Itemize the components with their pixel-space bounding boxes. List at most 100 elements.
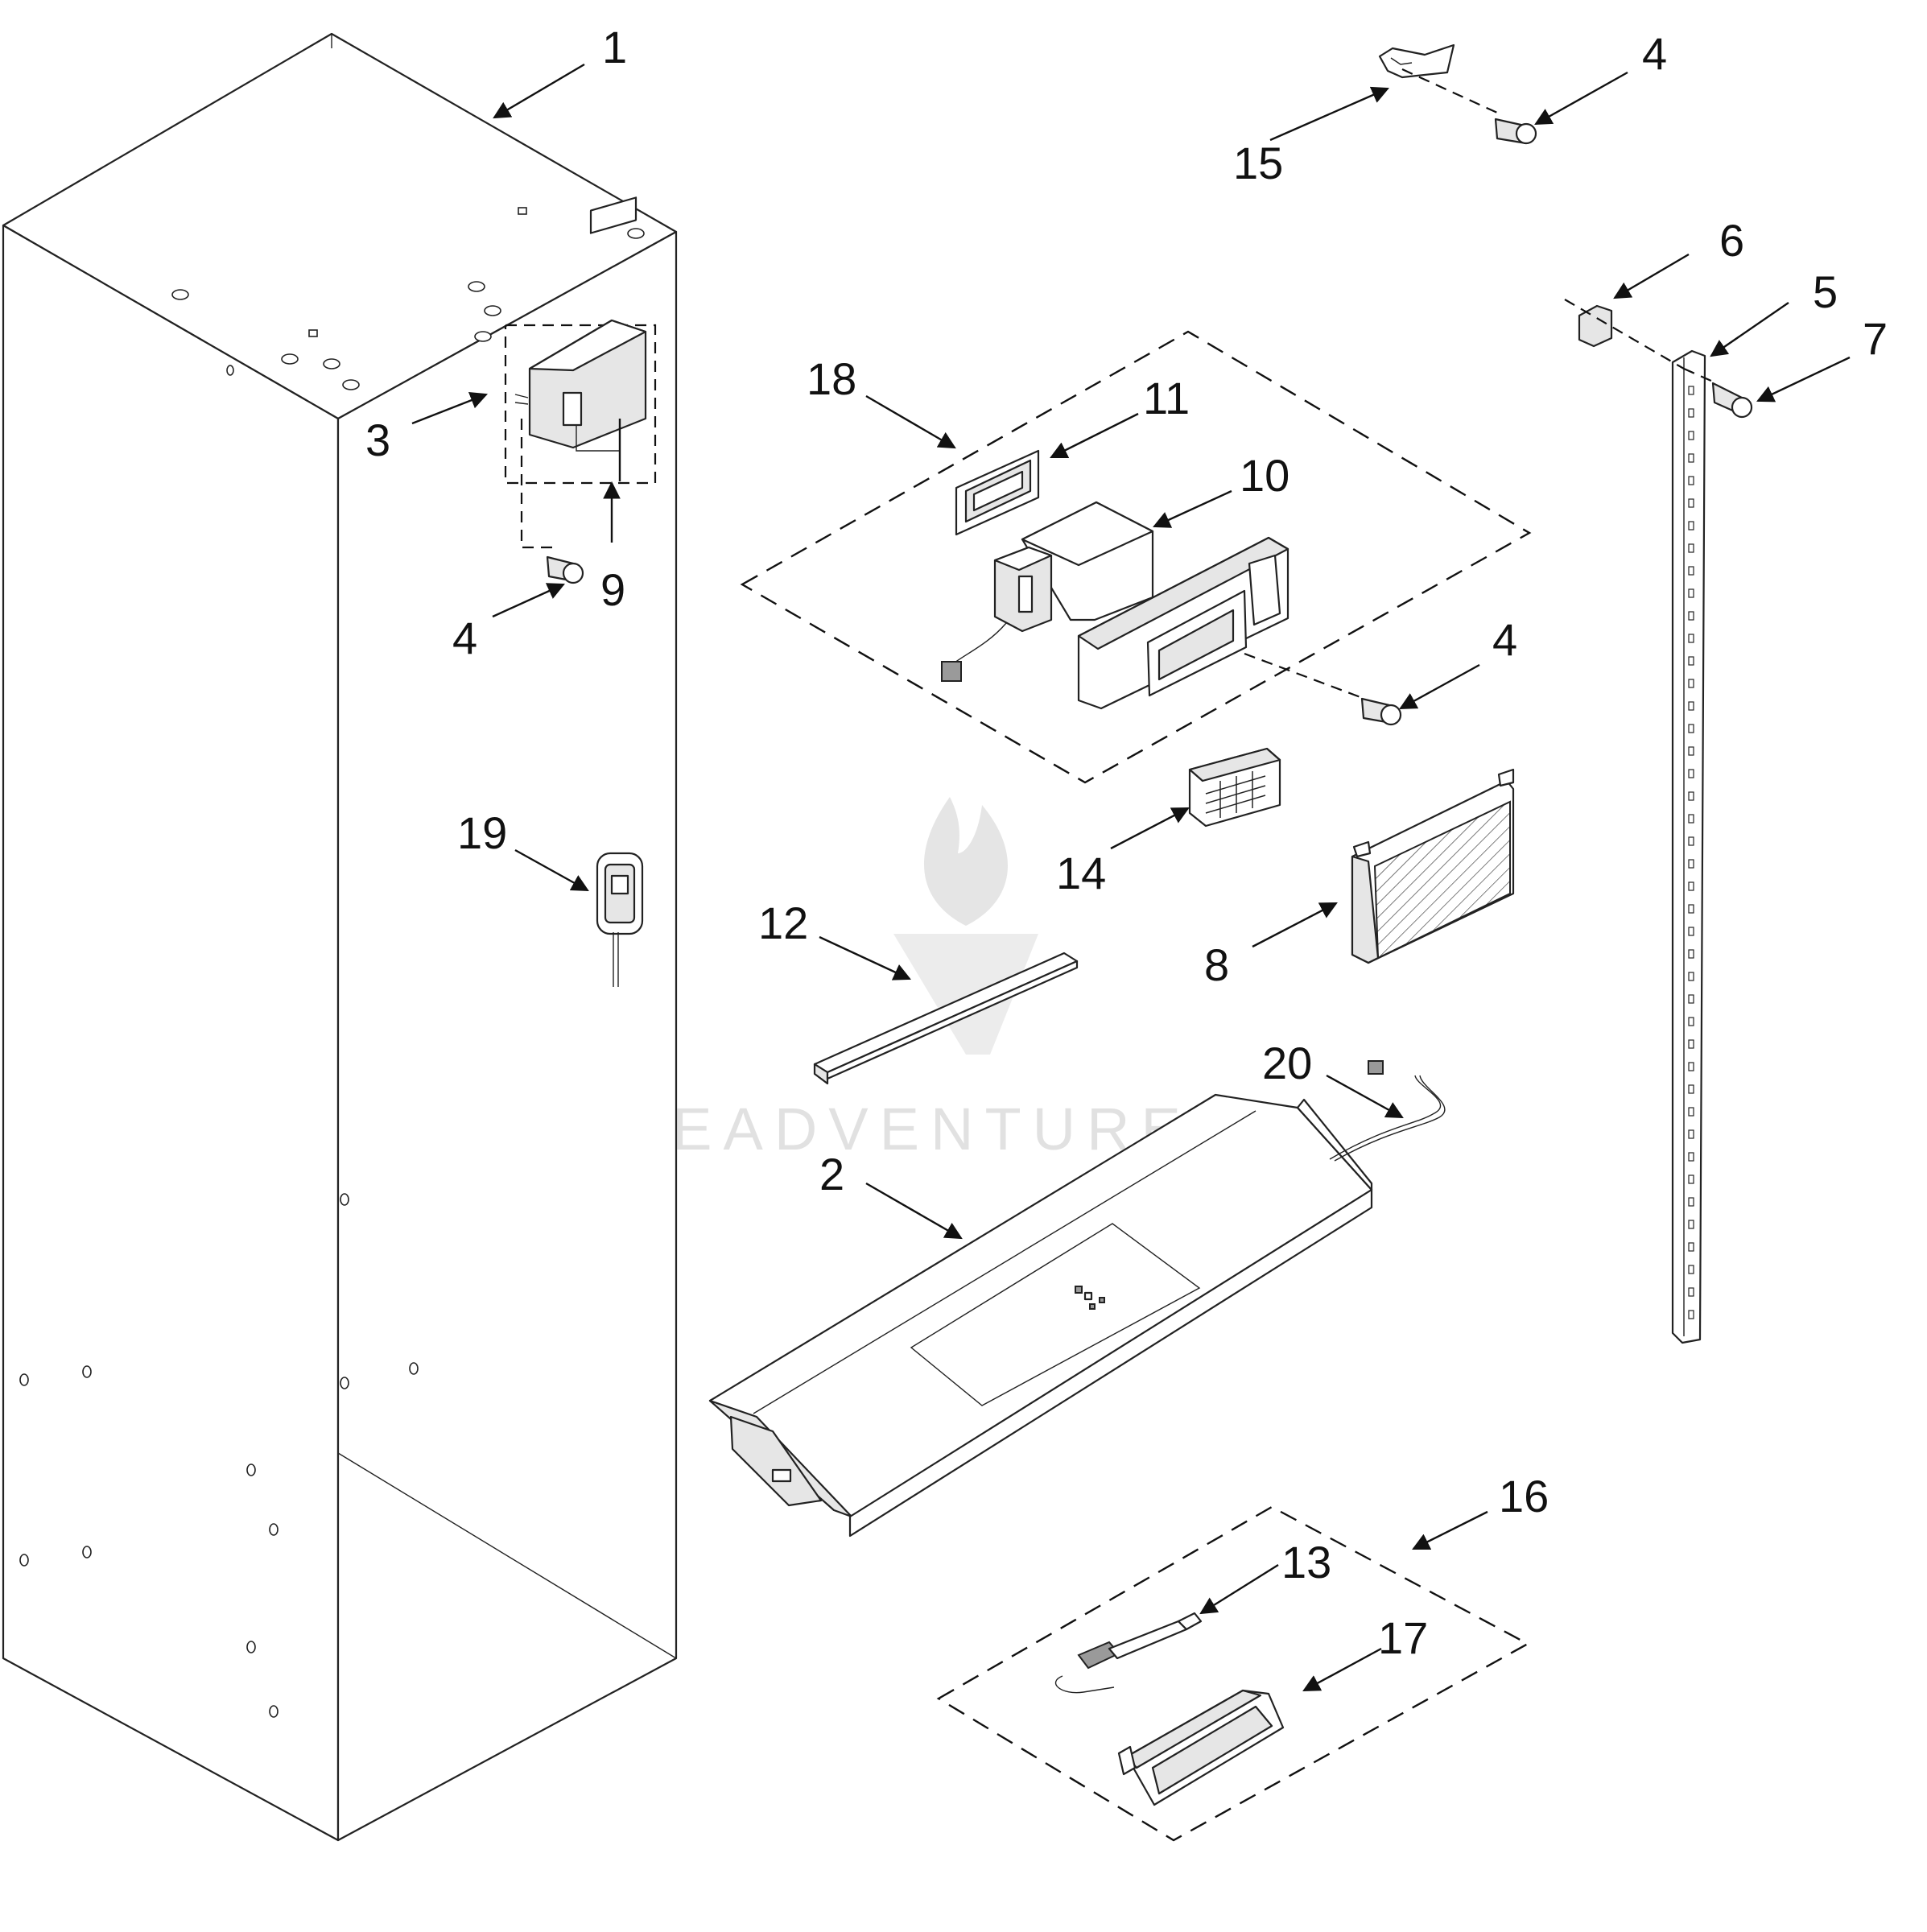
rail-slot — [1688, 431, 1694, 440]
rail-slot — [1688, 881, 1694, 891]
assembly-18 — [740, 330, 1532, 784]
cabinet-left-side — [2, 224, 340, 1842]
rail-slot — [1688, 1242, 1694, 1252]
panel-8 — [1351, 768, 1515, 964]
callout-4-top: 4 — [1642, 28, 1667, 79]
callout-5: 5 — [1813, 266, 1838, 317]
callout-numbers: 1 2 3 4 4 4 5 6 7 8 9 10 11 12 13 14 15 … — [365, 22, 1888, 1663]
cabinet-inner-edge — [337, 1452, 677, 1659]
motor-wire — [951, 622, 1007, 666]
rail-slot — [1688, 904, 1694, 914]
sensor-13 — [1054, 1612, 1203, 1694]
thermostat-screw-stub — [514, 394, 529, 405]
callout-15: 15 — [1233, 138, 1283, 188]
rail-slot — [1688, 1107, 1694, 1117]
housing-10 — [941, 501, 1154, 682]
screw-4-right — [1360, 697, 1402, 726]
rail-slot — [1688, 566, 1694, 576]
callout-7: 7 — [1863, 313, 1888, 364]
rail-slot — [1688, 634, 1694, 643]
callout-19: 19 — [457, 807, 507, 858]
assembly-18-outline — [740, 330, 1532, 784]
callout-4-right: 4 — [1492, 614, 1517, 665]
callout-14: 14 — [1056, 848, 1106, 898]
callout-11: 11 — [1143, 373, 1190, 423]
thermostat-assembly — [504, 196, 657, 584]
harness-connector — [1368, 1060, 1384, 1075]
watermark-text: LEADVENTURE — [628, 1096, 1192, 1162]
rail-5 — [1564, 299, 1753, 1344]
screw-4-top — [1494, 118, 1537, 145]
cabinet-holes — [19, 207, 645, 1718]
screw-4-left — [546, 555, 584, 584]
cover-17 — [1117, 1689, 1285, 1806]
callout-10: 10 — [1240, 450, 1289, 501]
screw-7 — [1711, 382, 1753, 419]
rail-slot — [1688, 1017, 1694, 1026]
rail-slot — [1688, 1129, 1694, 1139]
cover-12 — [813, 952, 1079, 1085]
rail-slot — [1688, 769, 1694, 778]
cabinet — [2, 32, 678, 1842]
rail-slot — [1688, 1220, 1694, 1229]
watermark-flame-icon — [923, 797, 1009, 926]
rail-slots — [1688, 386, 1694, 1319]
rail-body — [1671, 349, 1706, 1344]
callout-16: 16 — [1499, 1471, 1549, 1521]
watermark-v-icon — [893, 934, 1038, 1055]
rail-slot — [1688, 814, 1694, 824]
rail-slot — [1688, 859, 1694, 869]
gasket-11 — [955, 449, 1040, 536]
callout-3: 3 — [365, 415, 390, 465]
cabinet-front-side — [336, 230, 678, 1842]
callout-12: 12 — [758, 898, 808, 948]
callout-9: 9 — [600, 564, 625, 615]
grille-14 — [1188, 747, 1281, 828]
rail-slot — [1688, 836, 1694, 846]
housing-2 — [708, 1093, 1373, 1538]
rail-slot — [1688, 611, 1694, 621]
callout-20: 20 — [1262, 1038, 1312, 1088]
rail-slot — [1688, 949, 1694, 959]
rail-slot — [1688, 994, 1694, 1004]
bracket-15 — [1378, 43, 1537, 145]
rail-slot — [1688, 746, 1694, 756]
rail-slot — [1688, 588, 1694, 598]
bracket-body — [1378, 43, 1455, 79]
front-cover — [1077, 536, 1289, 710]
callout-6: 6 — [1719, 215, 1744, 266]
callout-8: 8 — [1204, 939, 1229, 990]
rail-slot — [1688, 1084, 1694, 1094]
spacer-6 — [1578, 304, 1613, 348]
callout-18: 18 — [807, 353, 856, 404]
rail-slot — [1688, 1287, 1694, 1297]
rail-slot — [1688, 1174, 1694, 1184]
callout-leaders — [411, 63, 1851, 1692]
callout-17: 17 — [1378, 1612, 1428, 1663]
rail-slot — [1688, 408, 1694, 418]
assembly-16-outline — [936, 1505, 1530, 1842]
rail-slot — [1688, 972, 1694, 981]
rail-slot — [1688, 521, 1694, 530]
harness-20 — [1329, 1060, 1446, 1162]
rail-slot — [1688, 724, 1694, 733]
callout-13: 13 — [1281, 1537, 1331, 1587]
rail-slot — [1688, 476, 1694, 485]
assembly-16 — [936, 1505, 1530, 1842]
watermark: LEADVENTURE — [628, 797, 1192, 1162]
rail-slot — [1688, 656, 1694, 666]
rail-slot — [1688, 701, 1694, 711]
motor-connector — [941, 661, 962, 682]
light-socket — [596, 852, 644, 987]
rail-slot — [1688, 927, 1694, 936]
rail-slot — [1688, 1310, 1694, 1319]
callout-2: 2 — [819, 1149, 844, 1199]
callout-1: 1 — [602, 22, 627, 72]
rail-slot — [1688, 386, 1694, 395]
rail-slot — [1688, 498, 1694, 508]
rail-slot — [1688, 1197, 1694, 1207]
thermostat-knob — [562, 391, 583, 427]
rail-slot — [1688, 679, 1694, 688]
rail-slot — [1688, 453, 1694, 463]
